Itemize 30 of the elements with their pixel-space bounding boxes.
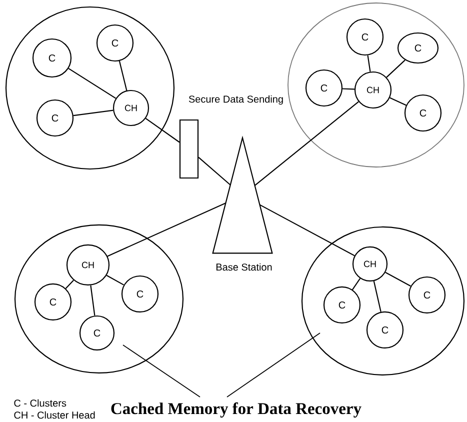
link-line: [386, 60, 406, 78]
link-line: [107, 202, 226, 257]
link-line: [385, 272, 411, 287]
cluster-circle: [288, 2, 464, 168]
link-line: [390, 97, 406, 106]
cluster-circle: [5, 6, 175, 170]
legend-text: C - Clusters: [14, 399, 66, 407]
link-line: [254, 101, 359, 186]
link-line: [198, 156, 231, 186]
link-line: [352, 278, 361, 290]
cluster-circle: [14, 224, 184, 374]
cluster-circle: [301, 226, 465, 376]
callout-text: Cached Memory for Data Recovery: [111, 402, 362, 418]
link-line: [65, 280, 74, 289]
sending-label: Secure Data Sending: [188, 95, 283, 105]
link-line: [342, 88, 354, 90]
link-line: [68, 68, 116, 99]
link-line: [259, 204, 355, 256]
relay-box: [179, 119, 199, 179]
link-line: [367, 55, 371, 72]
link-line: [90, 285, 96, 316]
legend-text: CH - Cluster Head: [14, 411, 95, 419]
link-line: [145, 118, 180, 143]
link-line: [118, 60, 128, 91]
leader-line: [122, 344, 200, 398]
station-label: Base Station: [216, 263, 272, 271]
link-line: [373, 280, 382, 312]
link-line: [106, 274, 124, 286]
leader-line: [226, 332, 320, 398]
link-line: [73, 110, 114, 116]
